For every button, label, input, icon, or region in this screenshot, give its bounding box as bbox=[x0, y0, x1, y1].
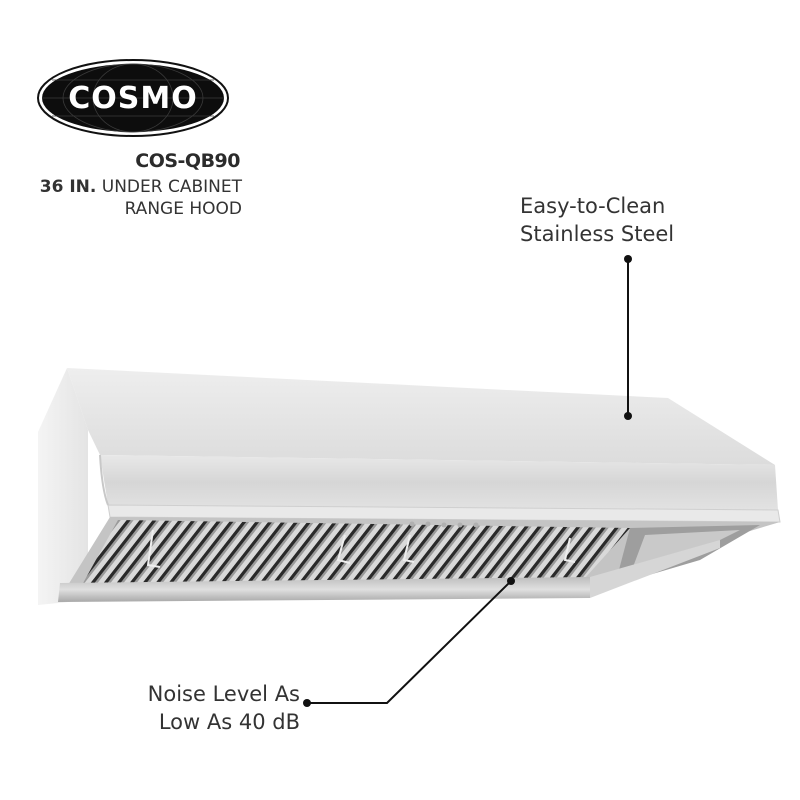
grease-filters bbox=[82, 520, 630, 585]
callout-line: Stainless Steel bbox=[520, 222, 675, 246]
callout-top-leader bbox=[624, 255, 632, 420]
callout-line: Noise Level As bbox=[147, 682, 300, 706]
callout-stainless-steel: Easy-to-Clean Stainless Steel bbox=[520, 192, 740, 248]
hood-front-band bbox=[100, 455, 778, 510]
model-number: COS-QB90 bbox=[135, 150, 240, 172]
hood-front-rail bbox=[58, 577, 590, 602]
filter-handles bbox=[146, 529, 576, 568]
brand-logo: COSMO bbox=[68, 80, 198, 116]
callout-line: Low As 40 dB bbox=[158, 710, 300, 734]
hood-side-panel bbox=[38, 368, 88, 605]
type-line-1: UNDER CABINET bbox=[96, 177, 242, 197]
callout-bottom-leader bbox=[303, 577, 515, 707]
hood-top-surface bbox=[67, 368, 775, 465]
size-label: 36 IN. bbox=[39, 177, 97, 197]
control-buttons bbox=[409, 521, 479, 528]
callout-line: Easy-to-Clean bbox=[520, 194, 666, 218]
callout-noise-level: Noise Level As Low As 40 dB bbox=[100, 680, 300, 736]
brand-logo-badge bbox=[37, 59, 229, 137]
type-line-2: RANGE HOOD bbox=[124, 199, 242, 219]
product-description: 36 IN. UNDER CABINET RANGE HOOD bbox=[20, 176, 242, 220]
